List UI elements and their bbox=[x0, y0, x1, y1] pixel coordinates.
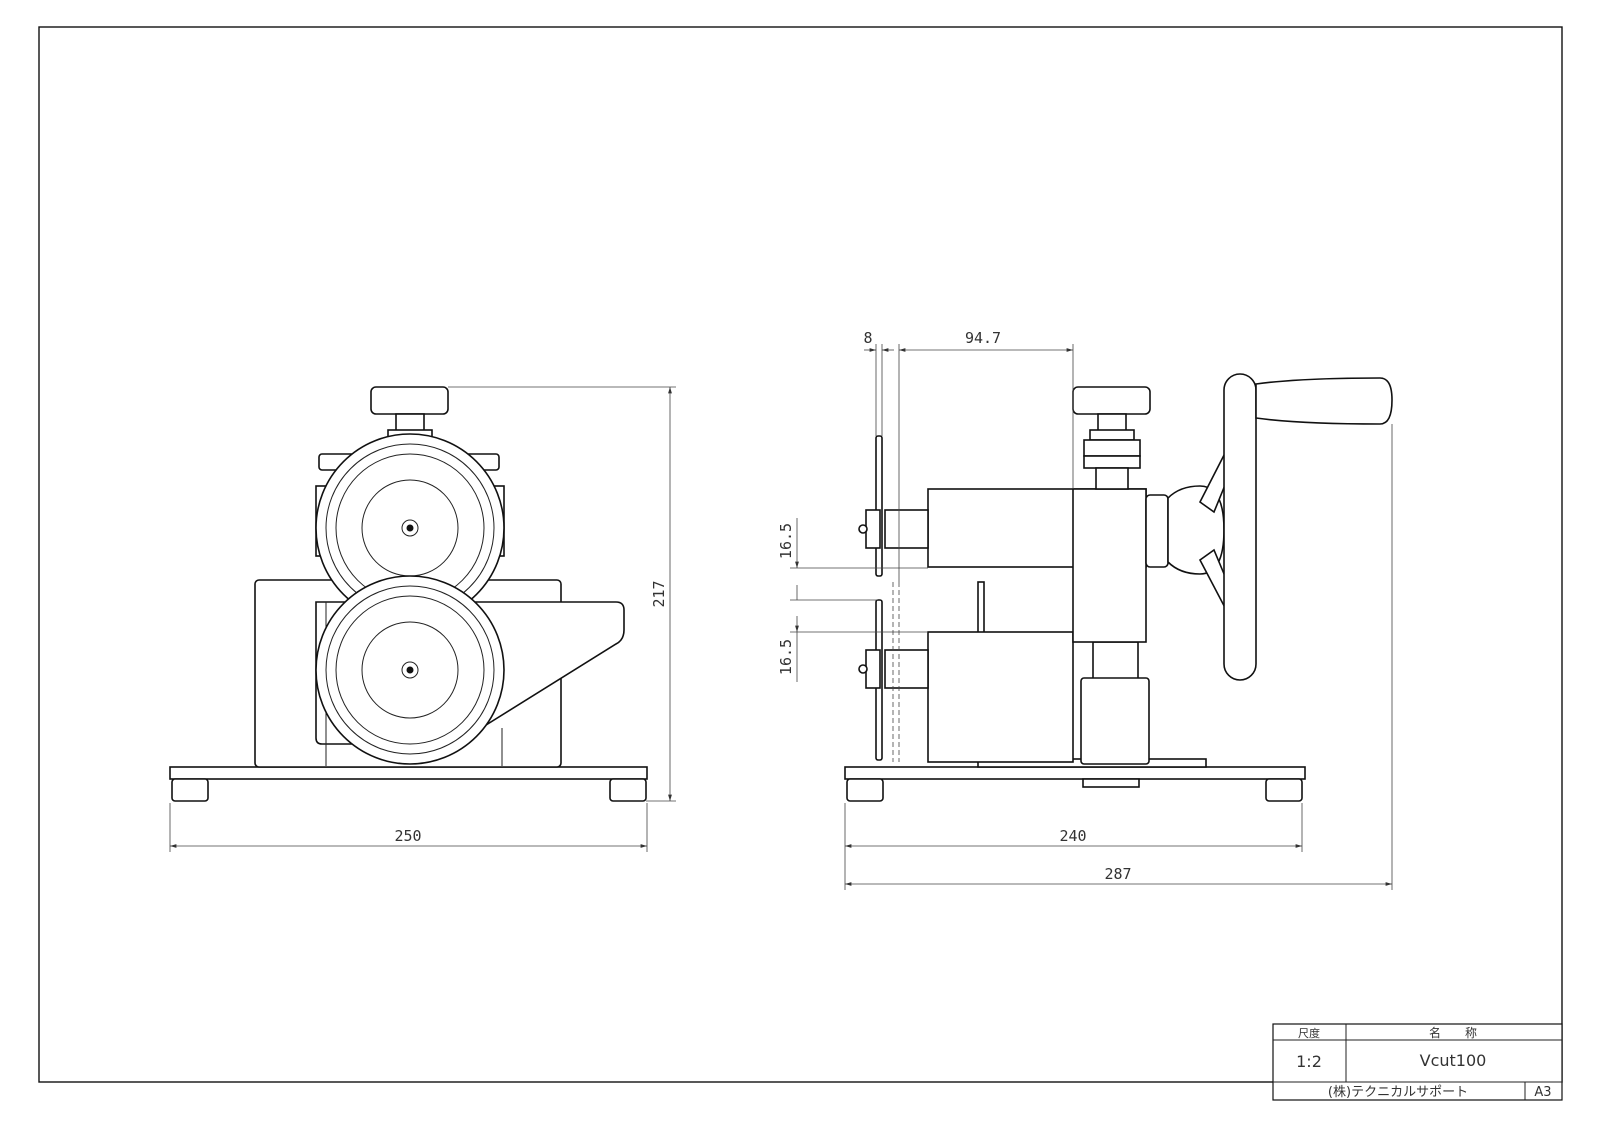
front-view: 250 217 bbox=[169, 386, 676, 852]
front-base-plate bbox=[169, 766, 648, 780]
side-base-plate bbox=[844, 766, 1306, 780]
side-overall-length-dim-label: 287 bbox=[1104, 865, 1131, 883]
side-top-knob bbox=[1072, 386, 1151, 415]
title-block-name-value: Vcut100 bbox=[1420, 1051, 1487, 1070]
side-upper-gap-dim-label: 16.5 bbox=[777, 523, 795, 559]
drawing-border bbox=[38, 26, 1563, 1083]
title-block-scale-label: 尺度 bbox=[1298, 1026, 1320, 1040]
title-block-company: (株)テクニカルサポート bbox=[1328, 1085, 1468, 1100]
side-view: 8 94.7 16.5 16.5 240 287 bbox=[777, 329, 1393, 890]
title-block-name-label: 名 称 bbox=[1429, 1025, 1477, 1040]
side-right-foot bbox=[1265, 778, 1303, 802]
side-offset-dim-label: 94.7 bbox=[965, 329, 1001, 347]
side-upper-blade bbox=[875, 435, 883, 577]
side-left-foot bbox=[846, 778, 884, 802]
side-lower-block bbox=[927, 631, 1074, 763]
front-top-knob bbox=[370, 386, 449, 415]
title-block: 尺度 1:2 名 称 Vcut100 (株)テクニカルサポート A3 bbox=[1272, 1023, 1563, 1101]
title-block-scale-value: 1:2 bbox=[1296, 1052, 1322, 1071]
front-width-dim-label: 250 bbox=[394, 827, 421, 845]
side-crank-handle bbox=[1255, 377, 1393, 425]
side-lower-gap-dim-label: 16.5 bbox=[777, 639, 795, 675]
side-handwheel-rim bbox=[1223, 373, 1257, 681]
front-left-foot bbox=[171, 778, 209, 802]
side-base-length-dim-label: 240 bbox=[1059, 827, 1086, 845]
side-blade-thickness-dim-label: 8 bbox=[863, 329, 872, 347]
front-right-foot bbox=[609, 778, 647, 802]
title-block-sheet-size: A3 bbox=[1534, 1085, 1551, 1100]
front-height-dim-label: 217 bbox=[650, 580, 668, 607]
